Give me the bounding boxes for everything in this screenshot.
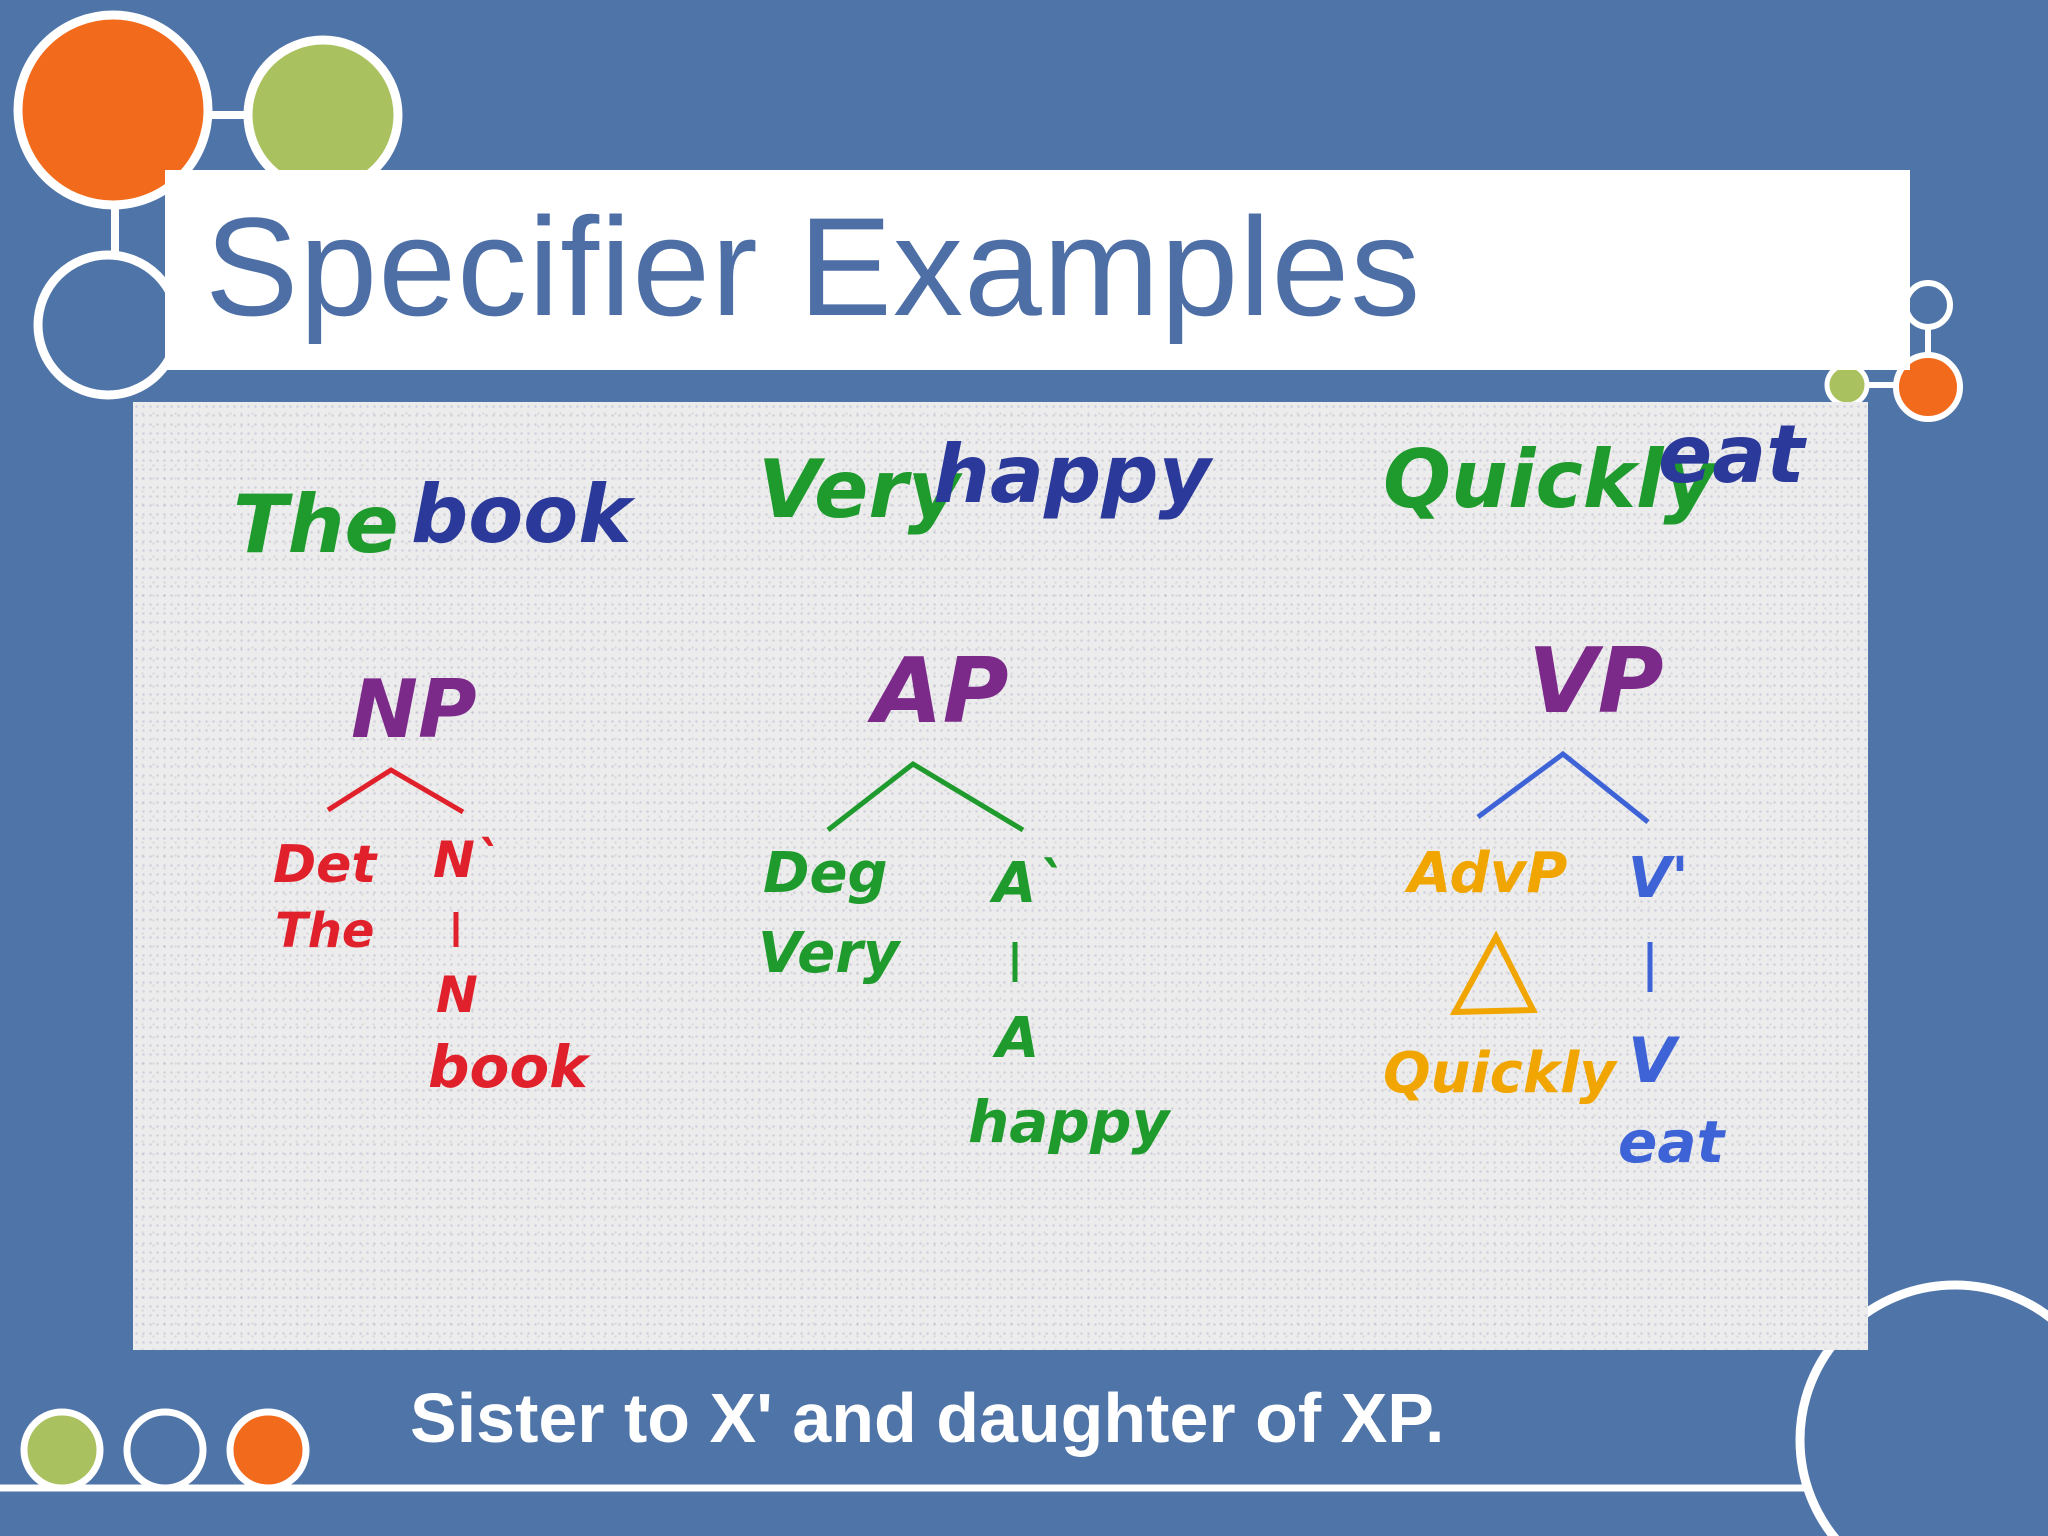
np-root-label: NP xyxy=(351,663,477,756)
slide-caption: Sister to X' and daughter of XP. xyxy=(410,1379,1445,1457)
vp-head-label: V xyxy=(1628,1024,1681,1097)
ap-branch xyxy=(826,760,1025,833)
green-circle-right-small xyxy=(1824,362,1870,408)
vp-root-label: VP xyxy=(1528,629,1664,734)
orange-circle-bottom xyxy=(226,1408,310,1492)
np-det-word: The xyxy=(275,903,374,959)
ap-abar-label: A` xyxy=(989,851,1064,916)
phrase-word-very: Very xyxy=(758,443,963,536)
blue-circle-bottom xyxy=(123,1408,207,1492)
blue-circle-right-small xyxy=(1903,280,1953,330)
ap-deg-word: Very xyxy=(758,921,902,986)
vp-advp-word: Quickly xyxy=(1383,1041,1618,1106)
ap-head-word: happy xyxy=(968,1088,1171,1156)
np-det-label: Det xyxy=(273,835,378,895)
ap-root-label: AP xyxy=(867,639,1009,744)
ap-deg-label: Deg xyxy=(763,841,888,906)
np-head-word: book xyxy=(428,1033,591,1101)
vp-advp-label: AdvP xyxy=(1404,841,1567,906)
phrase-word-happy: happy xyxy=(933,428,1213,521)
vp-head-word: eat xyxy=(1618,1108,1726,1176)
ap-example: Very happy AP Deg Very A` A happy xyxy=(758,428,1213,1156)
tree-diagram-image: The book NP Det The N` N book Very happy… xyxy=(133,402,1868,1350)
vp-branch xyxy=(1476,750,1650,824)
phrase-word-eat: eat xyxy=(1658,408,1807,501)
np-head-label: N xyxy=(436,966,478,1024)
vp-example: Quickly eat VP AdvP Quickly V' V eat xyxy=(1383,408,1807,1176)
vp-vbar-label: V' xyxy=(1628,846,1688,911)
title-bar xyxy=(165,170,1910,370)
green-circle-top-left xyxy=(243,35,403,195)
ap-head-label: A xyxy=(992,1006,1039,1071)
phrase-word-quickly: Quickly xyxy=(1383,433,1718,526)
np-branch xyxy=(326,767,465,815)
np-nbar-label: N` xyxy=(433,831,500,889)
phrase-word-book: book xyxy=(411,468,636,561)
phrase-word-the: The xyxy=(233,478,399,571)
slide-title: Specifier Examples xyxy=(205,188,1422,345)
np-example: The book NP Det The N` N book xyxy=(233,468,636,1101)
green-circle-bottom xyxy=(20,1408,104,1492)
blue-circle-top-left xyxy=(33,250,183,400)
vp-advp-triangle xyxy=(1449,930,1538,1016)
